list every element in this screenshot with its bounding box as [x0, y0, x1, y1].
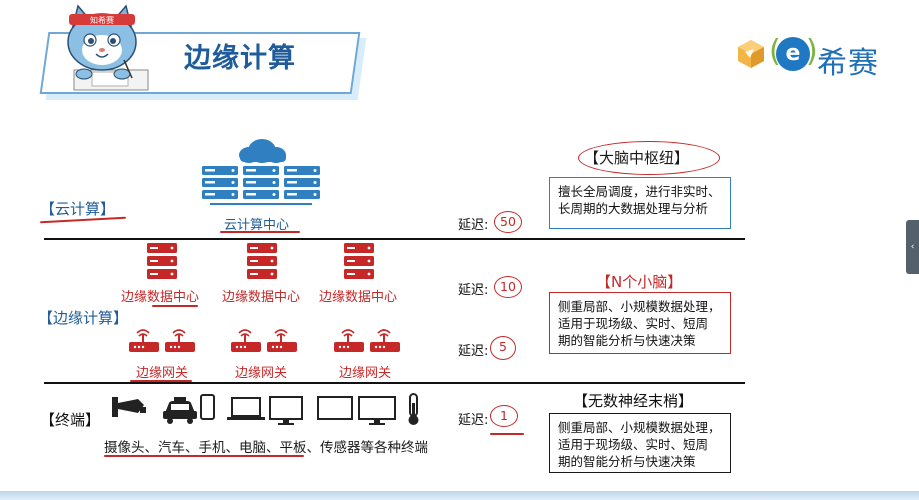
terminal-role-desc-line2: 适用于现场级、实时、短周: [558, 437, 709, 452]
edge-role-desc-line1: 侧重局部、小规模数据处理，: [558, 299, 721, 314]
bottom-strip: [0, 491, 919, 500]
edge-data-center-label: 边缘数据中心: [121, 290, 200, 305]
logo-cube-icon: [738, 40, 764, 68]
cloud-role-desc-line2: 长周期的大数据处理与分析: [558, 201, 709, 216]
cat-badge-text: 知希赛: [90, 15, 114, 25]
edge-latency-value-2: 5: [490, 336, 516, 360]
terminal-role-desc-line3: 期的智能分析与快速决策: [558, 454, 696, 469]
terminal-tier-label: 【终端】: [40, 411, 101, 429]
monitor-icon: [269, 396, 303, 425]
edge-gateway-label: 边缘网关: [136, 366, 189, 381]
page-title: 边缘计算: [184, 43, 296, 74]
cloud-latency-value: 50: [494, 211, 522, 233]
edge-role-title: 【N个小脑】: [596, 273, 683, 291]
server-icon: [247, 243, 277, 279]
tablet-icon: [317, 396, 353, 420]
edge-terminal-divider: [44, 382, 745, 384]
cloud-center-underline: [220, 231, 300, 233]
terminal-devices-row: [112, 393, 419, 425]
cloud-role-oval: [578, 141, 720, 175]
monitor-icon: [358, 396, 396, 425]
cloud-latency-label: 延迟:: [458, 218, 489, 233]
cat-mascot-icon: 知希赛: [67, 4, 149, 91]
server-icon: [147, 243, 177, 279]
edge-latency-label-1: 延迟:: [458, 283, 489, 298]
cloud-tier-label: 【云计算】: [40, 200, 116, 218]
server-icon: [344, 243, 374, 279]
edge-data-center-underline: [152, 305, 198, 307]
cloud-role-desc-line1: 擅长全局调度，进行非实时、: [558, 184, 721, 199]
cloud-icon: [239, 139, 286, 163]
terminal-role-box: 侧重局部、小规模数据处理， 适用于现场级、实时、短周 期的智能分析与快速决策: [549, 413, 731, 473]
thermometer-icon: [408, 393, 419, 425]
cloud-edge-divider: [44, 238, 745, 240]
side-panel-toggle[interactable]: ‹: [906, 220, 919, 274]
logo-paren-left: (: [769, 34, 781, 69]
router-icon: [334, 329, 400, 352]
router-icon: [231, 329, 297, 352]
logo-mark: e: [776, 37, 810, 71]
edge-gateway-label: 边缘网关: [339, 366, 392, 381]
terminal-devices-caption: 摄像头、汽车、手机、电脑、平板、传感器等各种终端: [104, 440, 428, 456]
phone-icon: [200, 394, 215, 420]
edge-data-center-label: 边缘数据中心: [222, 290, 301, 305]
logo-paren-right: ): [806, 34, 818, 69]
cloud-role-title: 【大脑中枢纽】: [584, 149, 690, 167]
edge-data-center-label: 边缘数据中心: [319, 290, 398, 305]
terminal-role-title: 【无数神经末梢】: [573, 392, 694, 410]
edge-latency-value-1: 10: [494, 276, 522, 298]
edge-gateway-label: 边缘网关: [235, 366, 288, 381]
logo-text: 希赛: [817, 46, 879, 81]
edge-latency-label-2: 延迟:: [458, 344, 489, 359]
router-icon: [129, 329, 195, 352]
cloud-server-group: [202, 139, 320, 205]
cloud-center-label: 云计算中心: [224, 218, 290, 233]
laptop-icon: [227, 397, 265, 420]
car-icon: [163, 397, 197, 424]
server-icon: [202, 166, 320, 199]
edge-role-desc-line2: 适用于现场级、实时、短周: [558, 316, 709, 331]
edge-tier-label: 【边缘计算】: [38, 309, 129, 327]
cloud-role-box: 擅长全局调度，进行非实时、 长周期的大数据处理与分析: [549, 177, 731, 229]
terminal-latency-value: 1: [490, 405, 518, 427]
terminal-devices-underline: [104, 455, 304, 457]
edge-gateway-underline: [130, 380, 192, 382]
camera-icon: [112, 397, 146, 417]
terminal-latency-underline: [490, 433, 524, 435]
terminal-role-desc-line1: 侧重局部、小规模数据处理，: [558, 420, 721, 435]
edge-role-box: 侧重局部、小规模数据处理， 适用于现场级、实时、短周 期的智能分析与快速决策: [549, 292, 731, 354]
edge-role-desc-line3: 期的智能分析与快速决策: [558, 333, 696, 348]
terminal-latency-label: 延迟:: [458, 413, 489, 428]
